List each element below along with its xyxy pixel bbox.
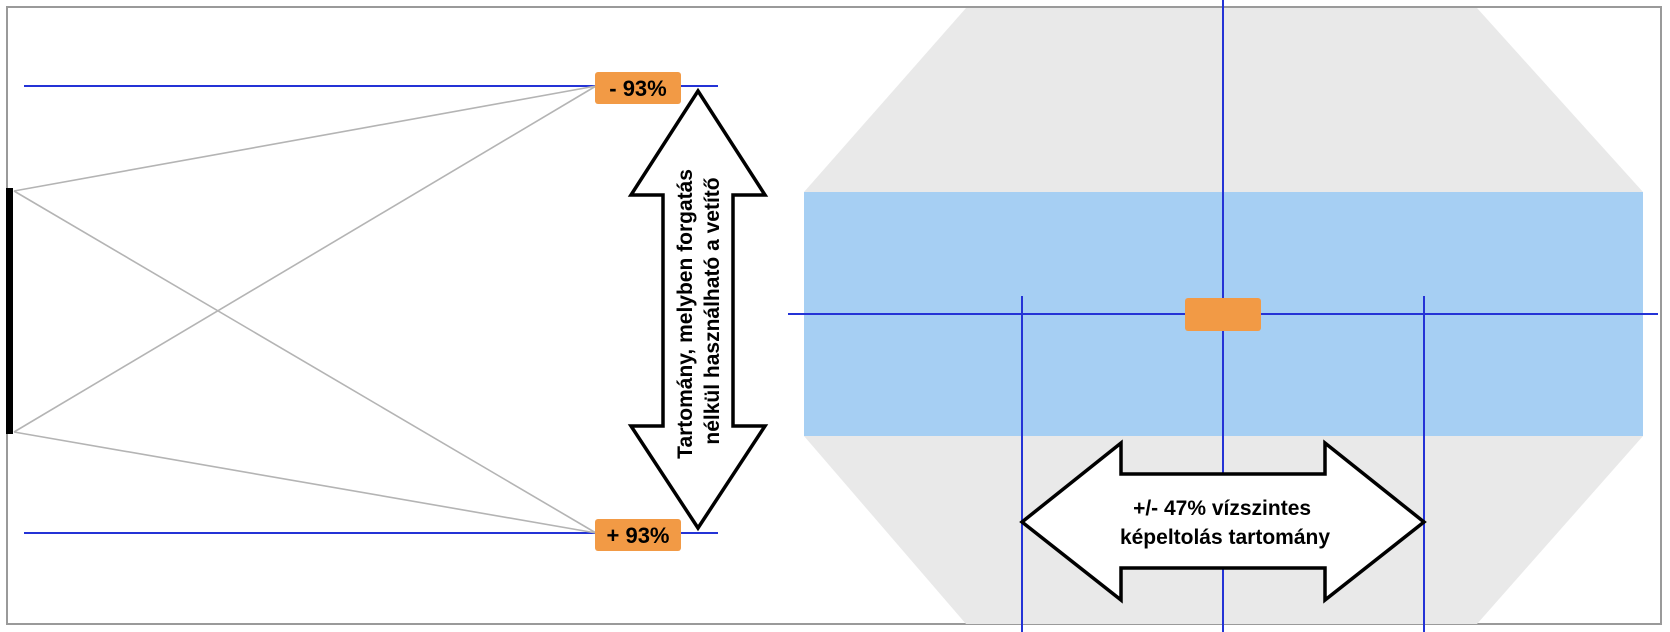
light-ray [13, 85, 597, 433]
vertical-arrow-label-line1: Tartomány, melyben forgatás [674, 169, 697, 459]
vertical-shift-panel: - 93% + 93% Tartomány, melyben forgatás … [6, 72, 769, 551]
light-ray [13, 431, 597, 534]
projector-lens-marker-icon [1185, 298, 1261, 331]
horizontal-arrow-label-line1: +/- 47% vízszintes [1133, 497, 1311, 520]
vertical-double-arrow [627, 87, 769, 532]
horizontal-shift-panel: +/- 47% vízszintes képeltolás tartomány [788, 0, 1658, 632]
vertical-arrow-label: Tartomány, melyben forgatás nélkül haszn… [674, 163, 724, 459]
bottom-shift-badge: + 93% [595, 519, 681, 551]
horizontal-arrow-label: +/- 47% vízszintes képeltolás tartomány [1120, 497, 1330, 549]
light-ray [13, 190, 597, 534]
horizontal-double-arrow [1019, 439, 1427, 604]
horizontal-arrow-label-line2: képeltolás tartomány [1120, 526, 1330, 549]
bottom-shift-badge-label: + 93% [607, 523, 670, 548]
top-shift-badge: - 93% [595, 72, 681, 104]
light-ray [13, 85, 597, 192]
projection-screen [6, 188, 13, 434]
vertical-arrow-label-line2: nélkül használható a vetítő [701, 177, 724, 444]
top-shift-badge-label: - 93% [609, 76, 666, 101]
